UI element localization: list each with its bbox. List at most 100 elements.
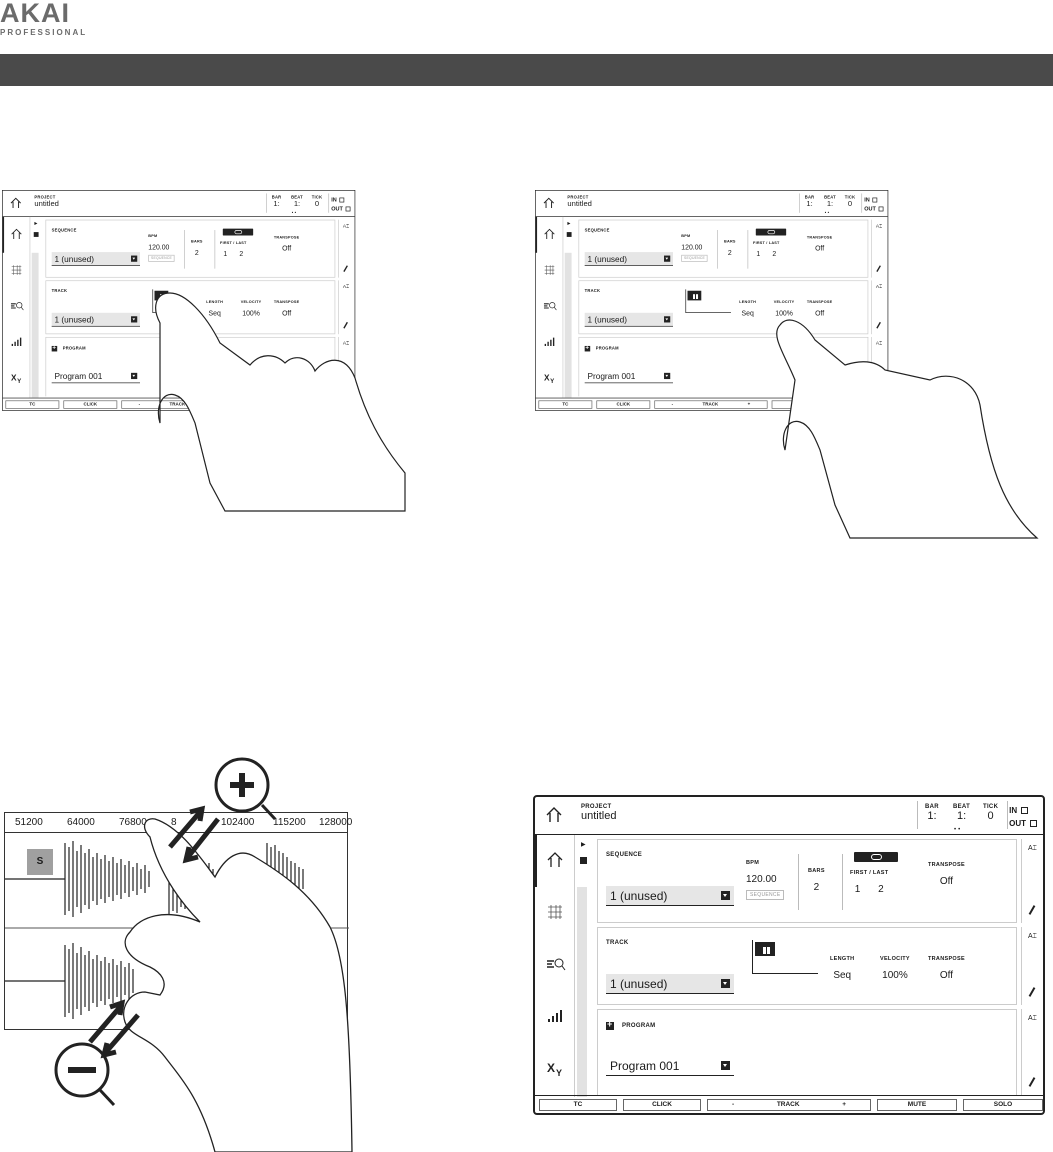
click-button[interactable]: CLICK (623, 1099, 701, 1111)
dropdown-icon (664, 316, 671, 323)
track-transpose-value[interactable]: Off (815, 310, 825, 318)
svg-text:Y: Y (556, 1068, 562, 1078)
text-cursor-icon: A⌶ (342, 341, 349, 346)
track-tools: A⌶ (871, 280, 888, 335)
program-expand-icon[interactable] (51, 344, 58, 352)
track-select[interactable]: 1 (unused) (606, 974, 734, 994)
track-type-selector[interactable] (752, 940, 818, 974)
track-nav-button[interactable]: -TRACK+ (654, 400, 768, 409)
track-type-selector[interactable] (685, 289, 731, 313)
bpm-value[interactable]: 120.00 (746, 874, 777, 885)
scroll-bar[interactable] (564, 252, 572, 398)
home-icon[interactable] (543, 804, 565, 826)
program-select[interactable]: Program 001 (584, 369, 673, 384)
loop-button[interactable] (854, 852, 898, 862)
bpm-value[interactable]: 120.00 (681, 243, 703, 252)
scroll-bar[interactable] (577, 887, 587, 1097)
stop-icon[interactable] (566, 232, 572, 237)
page-dots: •• (291, 211, 298, 216)
transpose-value[interactable]: Off (282, 245, 292, 253)
in-out-toggles[interactable]: IN OUT (331, 196, 351, 214)
sequence-tools: A⌶ (1021, 839, 1045, 923)
grid-edit-icon[interactable] (542, 262, 557, 277)
bars-value[interactable]: 2 (194, 249, 199, 257)
play-icon[interactable]: ▶ (567, 221, 571, 226)
selected-indicator (535, 216, 538, 253)
main-mode-icon[interactable] (544, 849, 566, 871)
sequence-select[interactable]: 1 (unused) (51, 252, 140, 266)
velocity-value[interactable]: 100% (775, 310, 793, 318)
text-cursor-icon: A⌶ (1028, 933, 1037, 940)
sequence-select[interactable]: 1 (unused) (606, 886, 734, 906)
loop-button[interactable] (755, 228, 787, 236)
main-mode-icon[interactable] (9, 227, 24, 242)
program-expand-icon[interactable] (584, 344, 591, 352)
click-button[interactable]: CLICK (596, 400, 651, 409)
s-button[interactable]: S (27, 849, 53, 875)
tc-button[interactable]: TC (5, 400, 60, 409)
stop-icon[interactable] (580, 857, 587, 864)
out-checkbox (345, 206, 351, 212)
transpose-value[interactable]: Off (815, 245, 825, 253)
track-transpose-value[interactable]: Off (282, 310, 292, 318)
text-cursor-icon: A⌶ (342, 284, 349, 290)
bars-value[interactable]: 2 (727, 249, 732, 257)
svg-text:X: X (547, 1061, 555, 1075)
click-button[interactable]: CLICK (63, 400, 118, 409)
mixer-icon[interactable] (544, 1005, 566, 1027)
velocity-value[interactable]: 100% (242, 310, 260, 318)
scroll-bar[interactable] (31, 252, 39, 398)
dropdown-icon (721, 979, 730, 988)
browser-icon[interactable] (542, 298, 557, 313)
tc-button[interactable]: TC (538, 400, 593, 409)
track-select[interactable]: 1 (unused) (51, 312, 140, 327)
program-select[interactable]: Program 001 (51, 369, 140, 384)
home-icon[interactable] (541, 196, 556, 211)
browser-icon[interactable] (544, 953, 566, 975)
solo-button[interactable]: SOLO (963, 1099, 1043, 1111)
bars-value[interactable]: 2 (813, 882, 820, 893)
track-transpose-value[interactable]: Off (939, 970, 954, 981)
play-icon[interactable]: ▶ (581, 842, 586, 848)
velocity-value[interactable]: 100% (882, 970, 908, 981)
browser-icon[interactable] (9, 298, 24, 313)
play-icon[interactable]: ▶ (34, 221, 38, 226)
loop-button[interactable] (222, 228, 254, 236)
main-mode-icon[interactable] (542, 227, 557, 242)
program-tools: A⌶ (1021, 1009, 1045, 1095)
in-out-toggles[interactable]: IN OUT (864, 196, 884, 214)
program-expand-icon[interactable] (606, 1019, 614, 1030)
length-value[interactable]: Seq (741, 310, 754, 318)
track-nav-button[interactable]: -TRACK+ (707, 1099, 871, 1111)
in-out-toggles[interactable]: IN OUT (1009, 804, 1037, 830)
stop-icon[interactable] (33, 232, 39, 237)
text-cursor-icon: A⌶ (1028, 845, 1037, 852)
sequence-select[interactable]: 1 (unused) (584, 252, 673, 266)
mixer-icon[interactable] (542, 334, 557, 349)
header-bar (0, 54, 1053, 86)
bpm-value[interactable]: 120.00 (148, 243, 170, 252)
transport-strip: ▶ (563, 217, 577, 398)
track-select[interactable]: 1 (unused) (584, 312, 673, 327)
out-checkbox (1030, 820, 1037, 827)
transpose-value[interactable]: Off (939, 876, 954, 887)
grid-edit-icon[interactable] (9, 262, 24, 277)
program-select[interactable]: Program 001 (606, 1056, 734, 1076)
sequence-tag: SEQUENCE (681, 254, 708, 262)
length-value[interactable]: Seq (208, 310, 221, 318)
mute-button[interactable]: MUTE (877, 1099, 957, 1111)
dropdown-icon (131, 372, 138, 380)
grid-edit-icon[interactable] (544, 901, 566, 923)
length-value[interactable]: Seq (833, 970, 852, 981)
dropdown-icon (131, 316, 138, 323)
home-icon[interactable] (8, 196, 23, 211)
mixer-icon[interactable] (9, 334, 24, 349)
pencil-icon (1028, 905, 1036, 915)
tc-button[interactable]: TC (539, 1099, 617, 1111)
